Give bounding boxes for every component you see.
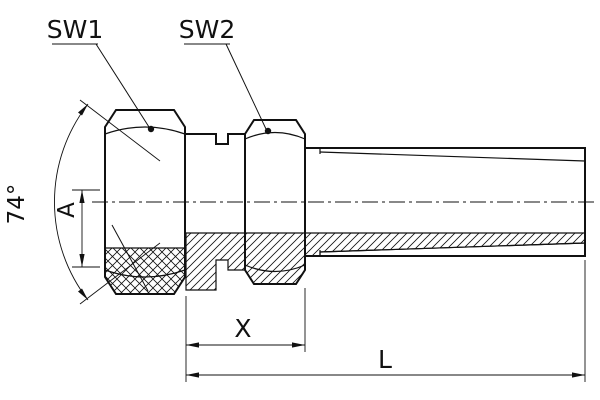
dim-l-label: L (378, 345, 392, 374)
hex-sw2-facet-bottom (244, 264, 306, 273)
angle-leg-lower (79, 242, 161, 305)
angle-label: 74° (4, 184, 30, 225)
dimension-a: A (54, 189, 100, 268)
leader-sw1-line (52, 43, 150, 128)
cone-seat-line (111, 224, 149, 292)
dim-a-label: A (54, 202, 80, 218)
dim-a-arrow-down (79, 254, 85, 267)
dim-a-arrow-up (79, 190, 85, 203)
label-sw1: SW1 (47, 15, 104, 44)
dim-x-arrow-right (292, 342, 305, 348)
hex-sw2-outline (244, 119, 306, 285)
leader-sw1-dot (147, 125, 155, 133)
hex-nut-sw1-facet-top (104, 126, 186, 135)
dimension-l: L (186, 260, 586, 382)
angle-leg-upper (79, 99, 161, 162)
dim-x-arrow-left (186, 342, 199, 348)
thread-taper-top (319, 151, 586, 162)
label-sw2: SW2 (179, 15, 236, 44)
hex-sw2-facet-top (244, 131, 306, 140)
dim-l-arrow-right (572, 372, 585, 378)
pipe-outline (305, 147, 586, 257)
angle-arc-74: 74° (4, 99, 161, 305)
arc-arrowhead-top (78, 104, 88, 116)
dimension-x: X (185, 288, 306, 382)
leader-sw1: SW1 (47, 15, 155, 133)
thread-taper-bottom (319, 242, 586, 253)
neck-upper-profile (185, 133, 245, 145)
leader-sw2-dot (264, 127, 272, 135)
section-hatching (104, 224, 586, 295)
hex-nut-sw1-facet-bottom (104, 269, 186, 278)
leader-sw2-line (184, 43, 267, 130)
leader-sw2: SW2 (179, 15, 272, 135)
dim-l-arrow-left (186, 372, 199, 378)
dim-x-label: X (234, 314, 251, 343)
angle-arc (54, 103, 89, 301)
arc-arrowhead-bottom (78, 288, 88, 300)
